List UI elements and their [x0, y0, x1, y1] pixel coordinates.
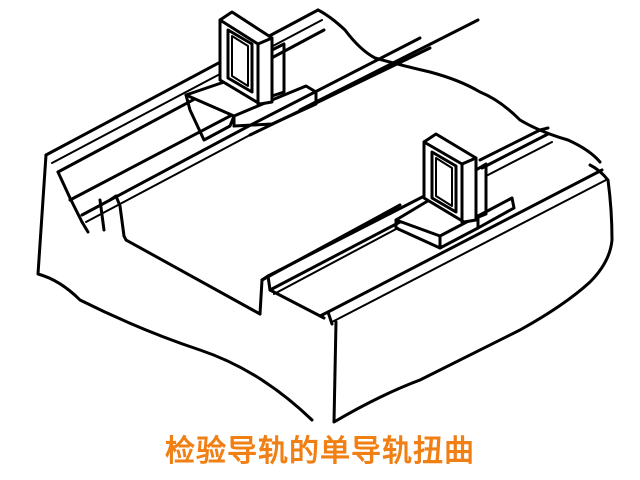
rear-level-frame	[218, 10, 286, 106]
machine-bed-drawing	[36, 8, 614, 424]
front-level-frame	[422, 132, 488, 224]
caption-text: 检验导轨的单导轨扭曲	[165, 434, 475, 469]
bed	[36, 8, 614, 424]
guideway-twist-diagram	[36, 8, 614, 424]
figure-caption: 检验导轨的单导轨扭曲	[0, 432, 640, 472]
front-guideway	[260, 126, 607, 326]
rear-guideway	[44, 8, 480, 238]
